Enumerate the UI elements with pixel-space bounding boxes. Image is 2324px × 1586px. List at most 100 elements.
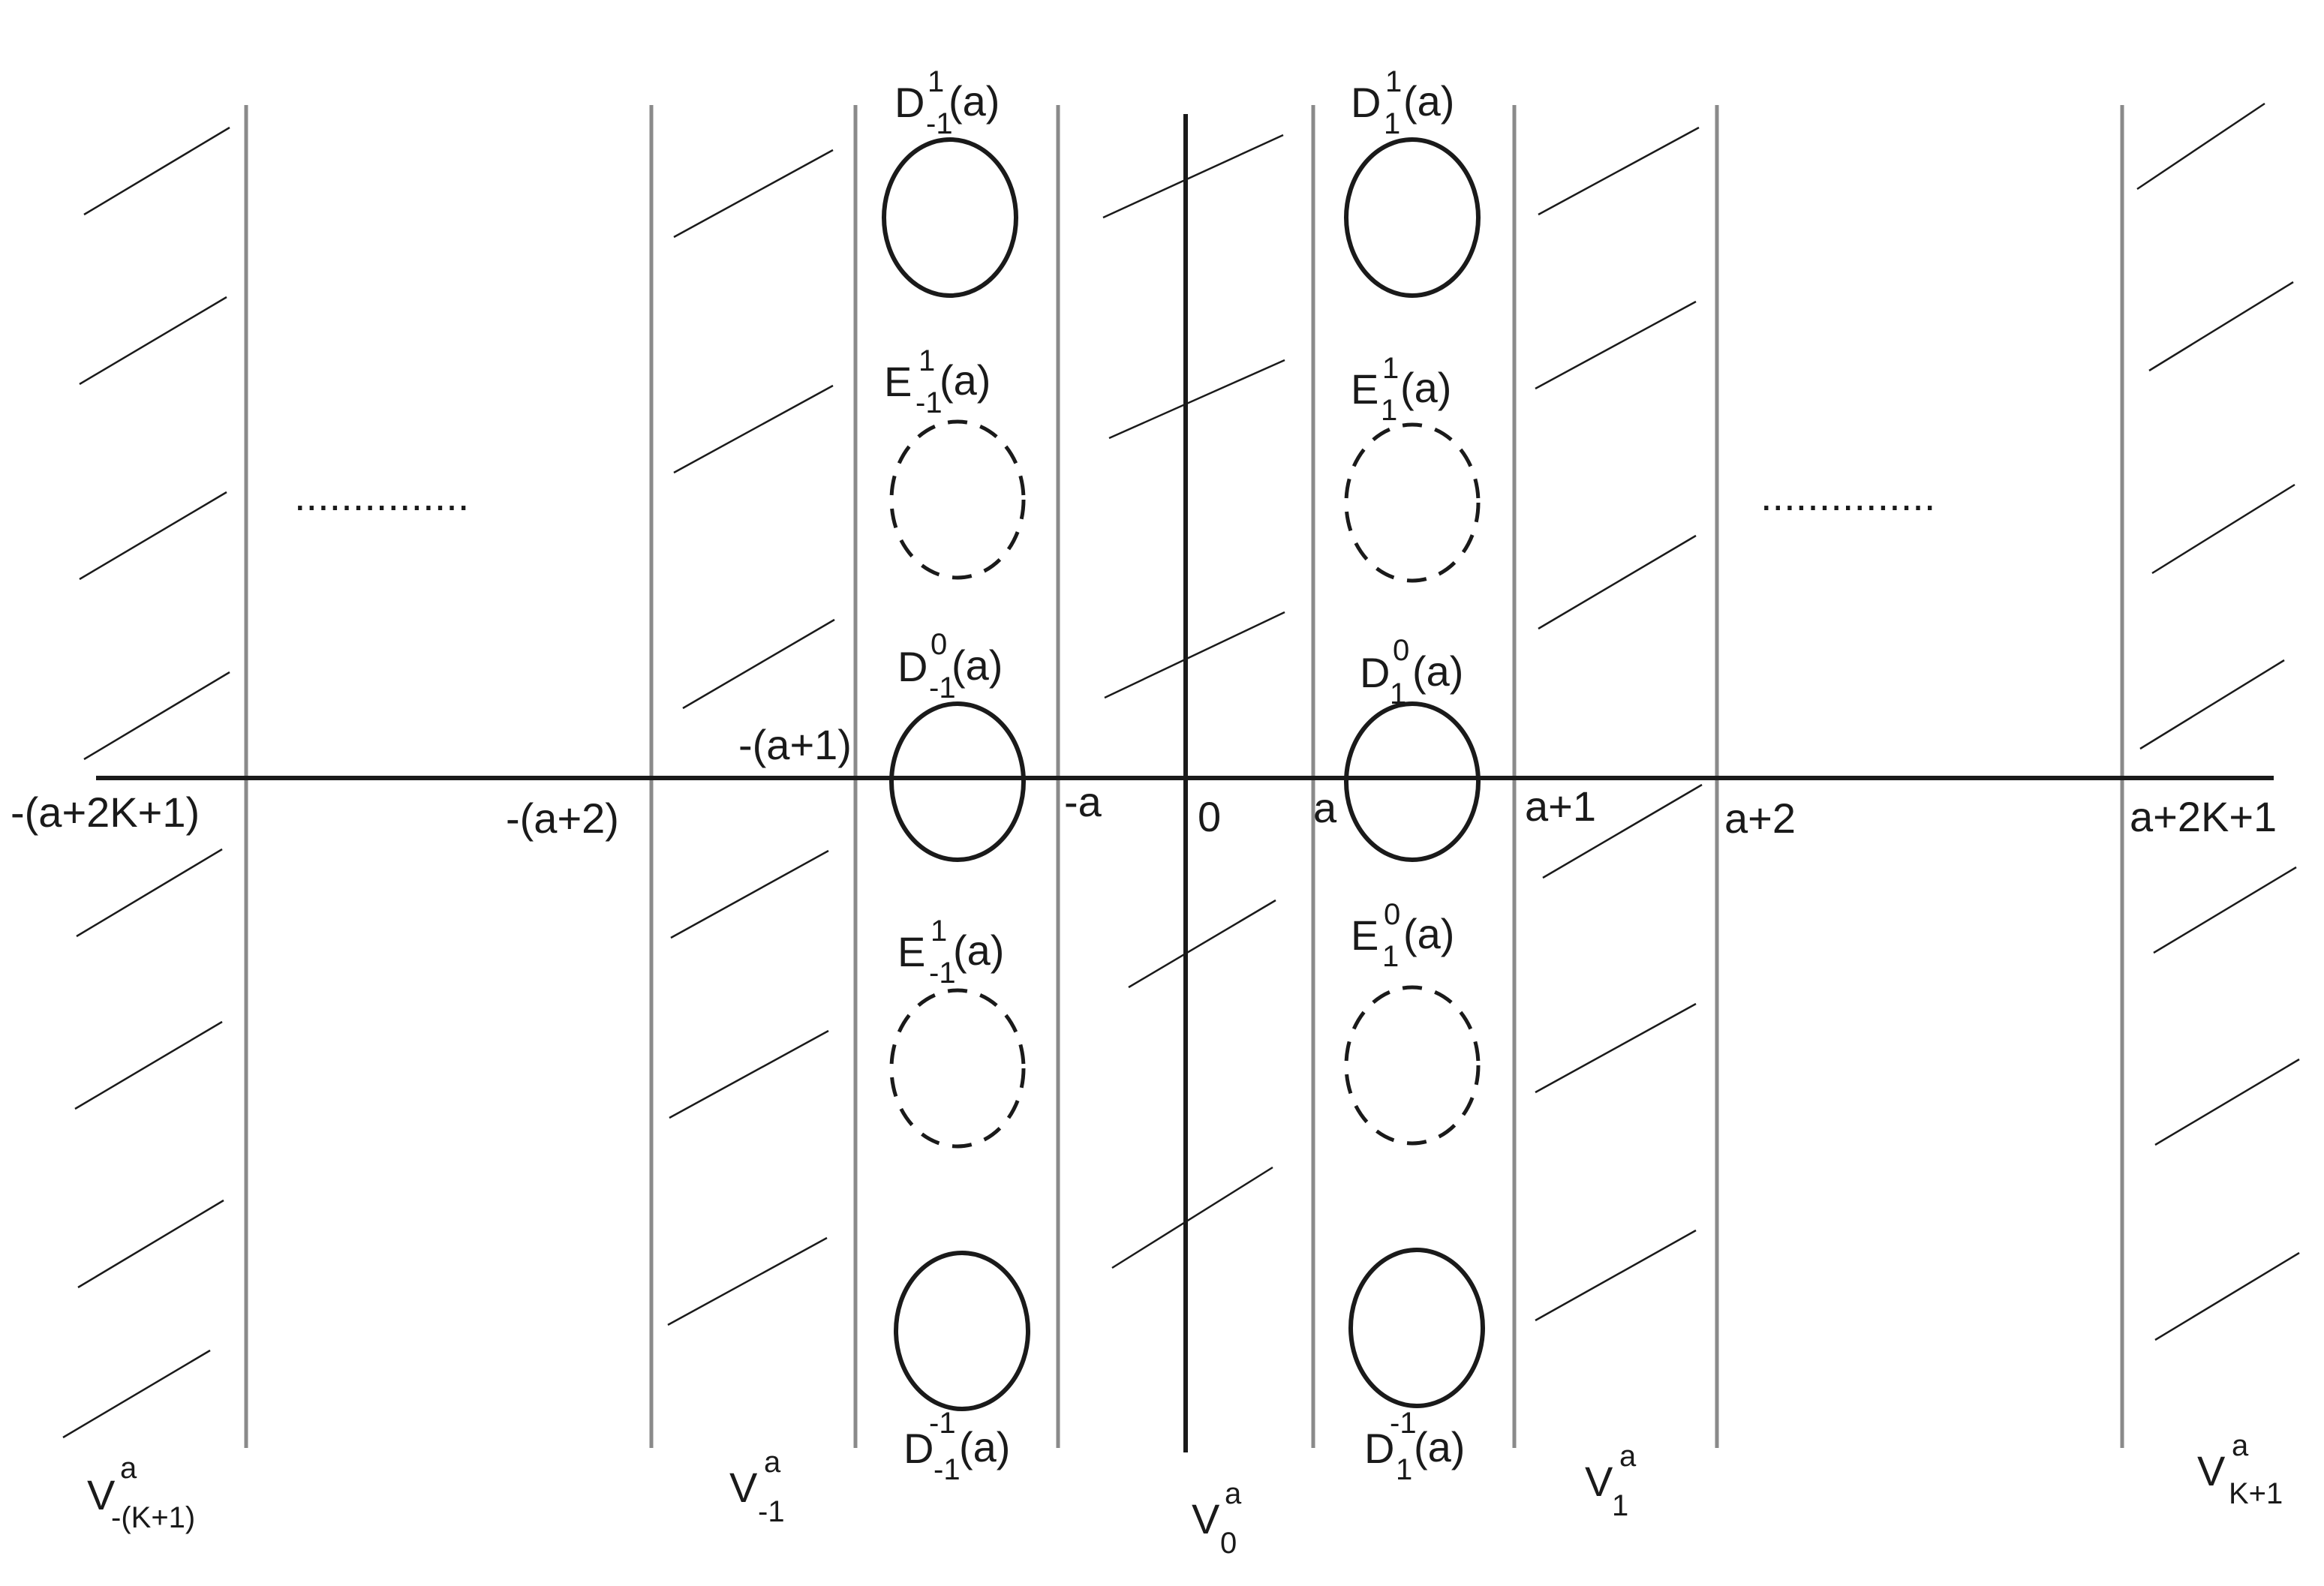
svg-text:(a): (a)	[1400, 364, 1451, 411]
hatch-line	[667, 1236, 828, 1326]
disks	[882, 137, 1485, 1411]
label-D-minus1-minus1: D -1 -1 (a)	[903, 1407, 1010, 1486]
region-labels: V a -(K+1) V a -1 V a 0 V a 1 V a K+1	[87, 1429, 2283, 1560]
label-neg-a-1: -(a+1)	[738, 721, 852, 768]
ellipsis-left: ...............	[294, 472, 469, 519]
svg-text:-(K+1): -(K+1)	[111, 1501, 195, 1534]
svg-text:a: a	[120, 1452, 137, 1485]
hatch-line	[1535, 1002, 1697, 1094]
svg-text:D: D	[1360, 649, 1390, 696]
svg-text:1: 1	[1382, 352, 1399, 385]
disk-D-minus1-0	[889, 701, 1026, 862]
hatch-line	[1102, 134, 1284, 219]
hatch-line	[1538, 534, 1697, 630]
svg-text:-1: -1	[929, 1407, 956, 1440]
svg-text:(a): (a)	[959, 1423, 1010, 1470]
hatch-line	[669, 1029, 829, 1119]
hatching	[62, 102, 2300, 1439]
dashed-disks	[889, 419, 1481, 1149]
svg-text:D: D	[903, 1425, 934, 1472]
label-zero: 0	[1198, 793, 1221, 840]
svg-text:D: D	[1364, 1425, 1394, 1472]
disk-D-minus1-minus1	[894, 1251, 1030, 1411]
label-a: a	[1313, 784, 1337, 831]
label-V-1: V a 1	[1585, 1440, 1637, 1522]
hatch-line	[83, 126, 230, 216]
svg-text:1: 1	[1390, 677, 1406, 710]
svg-text:(a): (a)	[1412, 647, 1463, 695]
svg-text:E: E	[1351, 912, 1378, 959]
svg-text:D: D	[894, 79, 924, 126]
ellipsis-right: ...............	[1760, 472, 1935, 519]
hatch-line	[2154, 1251, 2300, 1341]
hatch-line	[1535, 1229, 1697, 1322]
svg-text:a: a	[2232, 1429, 2249, 1462]
svg-text:1: 1	[1612, 1489, 1628, 1522]
hatch-line	[1538, 126, 1700, 216]
svg-text:-1: -1	[926, 107, 953, 140]
label-neg-a: -a	[1064, 778, 1102, 825]
svg-text:(a): (a)	[940, 356, 991, 404]
svg-text:-1: -1	[915, 386, 943, 419]
hatch-line	[682, 618, 835, 710]
svg-text:V: V	[729, 1464, 758, 1511]
svg-text:1: 1	[927, 65, 944, 98]
svg-text:E: E	[897, 928, 925, 975]
disk-E-minus1-lower	[889, 988, 1026, 1149]
label-D-minus1-0: D 0 -1 (a)	[897, 628, 1003, 704]
label-D-1-1: D 1 1 (a)	[1351, 65, 1454, 140]
label-E-minus1-lower: E 1 -1 (a)	[897, 915, 1004, 990]
hatch-line	[74, 1020, 223, 1110]
hatch-line	[2139, 659, 2285, 750]
svg-text:0: 0	[1220, 1527, 1237, 1560]
hatch-line	[79, 296, 227, 386]
svg-text:-1: -1	[934, 1453, 961, 1486]
hatch-line	[2153, 866, 2297, 954]
svg-text:V: V	[87, 1471, 116, 1518]
svg-text:-1: -1	[758, 1495, 785, 1528]
hatch-line	[62, 1349, 211, 1439]
label-neg-a-2: -(a+2)	[506, 795, 619, 842]
svg-text:1: 1	[1384, 107, 1400, 140]
hatch-line	[2154, 1058, 2300, 1146]
svg-text:1: 1	[931, 915, 947, 948]
svg-text:(a): (a)	[949, 77, 1000, 125]
svg-text:D: D	[1351, 79, 1381, 126]
hatch-line	[77, 1199, 224, 1289]
svg-text:a: a	[764, 1446, 781, 1479]
label-D-1-0: D 0 1 (a)	[1360, 634, 1463, 710]
disk-D-minus1-1	[882, 137, 1018, 298]
svg-text:D: D	[897, 643, 927, 690]
svg-text:(a): (a)	[952, 641, 1003, 689]
disk-D-1-1	[1344, 137, 1481, 298]
hatch-line	[1542, 783, 1703, 879]
label-neg-a-2K-1: -(a+2K+1)	[11, 788, 200, 836]
svg-text:(a): (a)	[953, 927, 1004, 974]
label-a-1: a+1	[1525, 782, 1596, 830]
label-V-0: V a 0	[1192, 1477, 1242, 1560]
hatch-line	[673, 149, 834, 239]
svg-text:-1: -1	[929, 671, 956, 704]
label-a-2K-1: a+2K+1	[2130, 793, 2277, 840]
hatch-line	[1108, 359, 1285, 440]
hatch-line	[1535, 300, 1697, 390]
hatch-line	[673, 384, 834, 474]
hatch-line	[83, 671, 230, 761]
label-a-2: a+2	[1724, 795, 1796, 842]
svg-text:V: V	[1192, 1495, 1220, 1542]
label-E-1-0: E 0 1 (a)	[1351, 898, 1454, 973]
disk-E-minus1-1	[889, 419, 1026, 580]
disk-labels: D 1 -1 (a) D 1 1 (a) E 1 -1 (a) E 1 1 (a…	[884, 65, 1465, 1486]
disk-E-1-1	[1344, 422, 1481, 583]
svg-text:K+1: K+1	[2229, 1477, 2283, 1510]
svg-text:V: V	[1585, 1458, 1613, 1505]
hatch-line	[76, 848, 223, 938]
svg-text:1: 1	[1396, 1453, 1412, 1486]
svg-text:-1: -1	[929, 957, 956, 990]
hatch-line	[1111, 1166, 1273, 1269]
label-E-minus1-1: E 1 -1 (a)	[884, 344, 991, 419]
svg-text:1: 1	[918, 344, 935, 377]
svg-text:1: 1	[1382, 940, 1399, 973]
svg-text:0: 0	[1393, 634, 1409, 667]
